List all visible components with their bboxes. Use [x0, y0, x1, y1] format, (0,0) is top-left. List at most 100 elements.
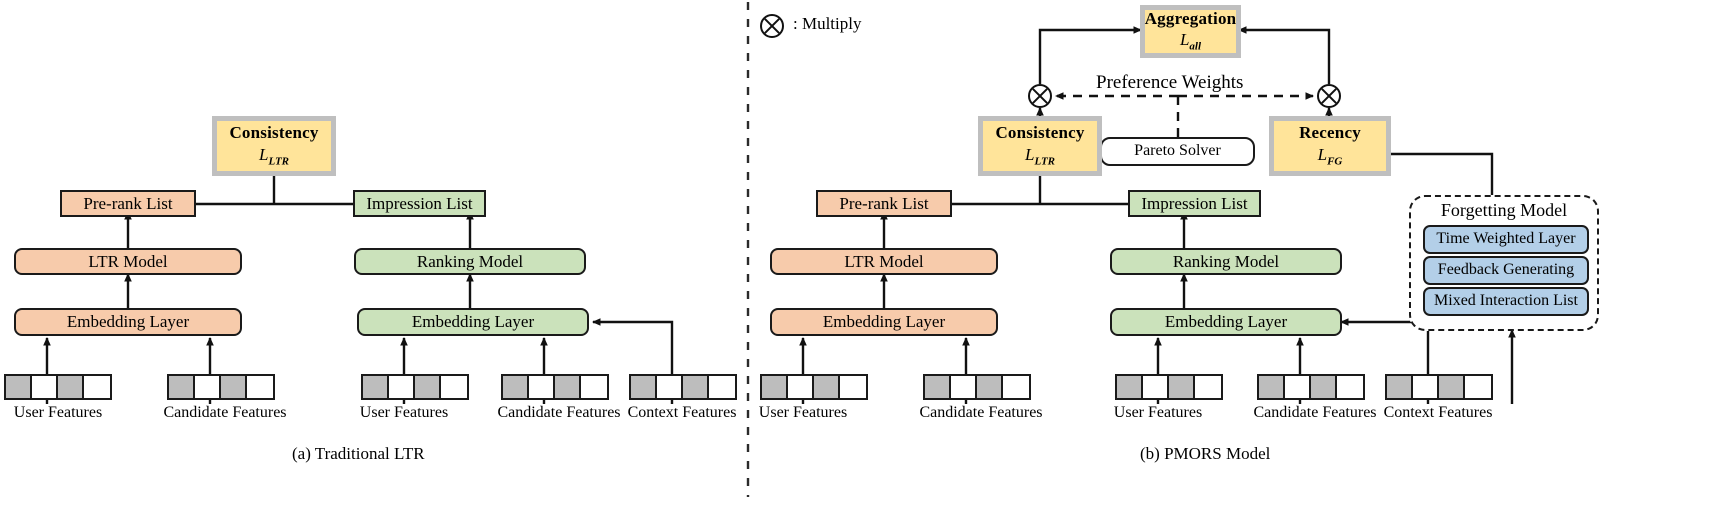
panel-b-feature-vector-user-2 — [1115, 374, 1223, 400]
feature-cell — [247, 376, 273, 398]
panel-a-ranking-model: Ranking Model — [354, 248, 586, 275]
panel-a-caption: (a) Traditional LTR — [292, 444, 425, 463]
embedding-layer-label: Embedding Layer — [411, 312, 535, 332]
panel-a-feature-vector-user — [4, 374, 112, 400]
panel-a-feature-label-candidate-2: Candidate Features — [497, 404, 621, 421]
panel-b-ranking-model: Ranking Model — [1110, 248, 1342, 275]
feature-cell — [581, 376, 607, 398]
loss-title: Recency — [1299, 123, 1361, 143]
loss-symbol: LFG — [1317, 144, 1343, 168]
feature-cell — [195, 376, 221, 398]
panel-b-feature-vector-candidate — [923, 374, 1031, 400]
panel-a-ltr-model: LTR Model — [14, 248, 242, 275]
feature-cell — [657, 376, 683, 398]
multiply-icon-right — [1317, 84, 1341, 108]
panel-b-consistency-loss: Consistency LLTR — [978, 116, 1102, 176]
feature-cell — [1439, 376, 1465, 398]
loss-title: Consistency — [229, 123, 319, 143]
forgetting-layer-label: Feedback Generating — [1437, 261, 1575, 279]
feature-cell — [1465, 376, 1491, 398]
feature-cell — [814, 376, 840, 398]
feature-cell — [555, 376, 581, 398]
feature-cell — [1311, 376, 1337, 398]
impression-list-label: Impression List — [1141, 193, 1248, 213]
panel-a-feature-vector-user-2 — [361, 374, 469, 400]
panel-b-feature-vector-user — [760, 374, 868, 400]
panel-a-feature-label-user: User Features — [13, 404, 103, 421]
pre-rank-list-label: Pre-rank List — [83, 193, 173, 213]
preference-weights-label: Preference Weights — [1092, 72, 1248, 94]
loss-title: Aggregation — [1144, 8, 1237, 28]
ltr-model-label: LTR Model — [844, 251, 924, 271]
panel-b-feature-label-context: Context Features — [1383, 404, 1493, 421]
loss-symbol: LLTR — [258, 144, 290, 168]
feature-cell — [840, 376, 866, 398]
feature-cell — [1337, 376, 1363, 398]
panel-a-feature-label-context: Context Features — [627, 404, 737, 421]
panel-b-aggregation-loss: Aggregation Lall — [1140, 5, 1241, 58]
panel-b-embedding-layer-left: Embedding Layer — [770, 308, 998, 336]
impression-list-label: Impression List — [366, 193, 473, 213]
feature-cell — [1003, 376, 1029, 398]
panel-a-feature-vector-candidate — [167, 374, 275, 400]
panel-a-consistency-loss: Consistency LLTR — [212, 116, 336, 176]
panel-b-feature-vector-context — [1385, 374, 1493, 400]
panel-a-embedding-layer-left: Embedding Layer — [14, 308, 242, 336]
loss-symbol: Lall — [1179, 30, 1202, 53]
forgetting-layer-time-weighted: Time Weighted Layer — [1423, 225, 1589, 254]
forgetting-layer-label: Time Weighted Layer — [1436, 230, 1576, 248]
feature-cell — [58, 376, 84, 398]
feature-cell — [32, 376, 58, 398]
multiply-icon-legend — [760, 14, 784, 38]
forgetting-layer-label: Mixed Interaction List — [1434, 292, 1578, 310]
forgetting-layer-feedback-generating: Feedback Generating — [1423, 256, 1589, 285]
feature-cell — [1259, 376, 1285, 398]
legend-label: : Multiply — [793, 14, 862, 33]
panel-b-feature-vector-candidate-2 — [1257, 374, 1365, 400]
ranking-model-label: Ranking Model — [1172, 251, 1280, 271]
panel-b-feature-label-candidate: Candidate Features — [919, 404, 1043, 421]
feature-cell — [221, 376, 247, 398]
multiply-icon-left — [1028, 84, 1052, 108]
forgetting-model-title: Forgetting Model — [1440, 200, 1568, 220]
embedding-layer-label: Embedding Layer — [66, 312, 190, 332]
feature-cell — [1195, 376, 1221, 398]
panel-b-caption: (b) PMORS Model — [1140, 444, 1271, 463]
feature-cell — [951, 376, 977, 398]
feature-cell — [1387, 376, 1413, 398]
feature-cell — [1413, 376, 1439, 398]
pre-rank-list-label: Pre-rank List — [839, 193, 929, 213]
panel-a-feature-label-candidate: Candidate Features — [163, 404, 287, 421]
feature-cell — [389, 376, 415, 398]
feature-cell — [415, 376, 441, 398]
panel-b-feature-label-candidate-2: Candidate Features — [1253, 404, 1377, 421]
feature-cell — [1117, 376, 1143, 398]
feature-cell — [1169, 376, 1195, 398]
panel-b-ltr-model: LTR Model — [770, 248, 998, 275]
feature-cell — [762, 376, 788, 398]
feature-cell — [84, 376, 110, 398]
loss-symbol: LLTR — [1024, 144, 1056, 168]
feature-cell — [977, 376, 1003, 398]
panel-b-impression-list: Impression List — [1128, 190, 1261, 217]
pareto-solver-label: Pareto Solver — [1134, 142, 1221, 160]
feature-cell — [529, 376, 555, 398]
feature-cell — [503, 376, 529, 398]
feature-cell — [6, 376, 32, 398]
panel-a-pre-rank-list: Pre-rank List — [60, 190, 196, 217]
panel-b-feature-label-user: User Features — [758, 404, 848, 421]
feature-cell — [788, 376, 814, 398]
embedding-layer-label: Embedding Layer — [1164, 312, 1288, 332]
embedding-layer-label: Embedding Layer — [822, 312, 946, 332]
panel-a-feature-vector-candidate-2 — [501, 374, 609, 400]
feature-cell — [1285, 376, 1311, 398]
panel-a-feature-vector-context — [629, 374, 737, 400]
feature-cell — [169, 376, 195, 398]
ranking-model-label: Ranking Model — [416, 251, 524, 271]
feature-cell — [441, 376, 467, 398]
panel-a-feature-label-user-2: User Features — [359, 404, 449, 421]
panel-a-embedding-layer-right: Embedding Layer — [357, 308, 589, 336]
panel-b-forgetting-model: Forgetting Model Time Weighted Layer Fee… — [1409, 195, 1599, 331]
feature-cell — [925, 376, 951, 398]
